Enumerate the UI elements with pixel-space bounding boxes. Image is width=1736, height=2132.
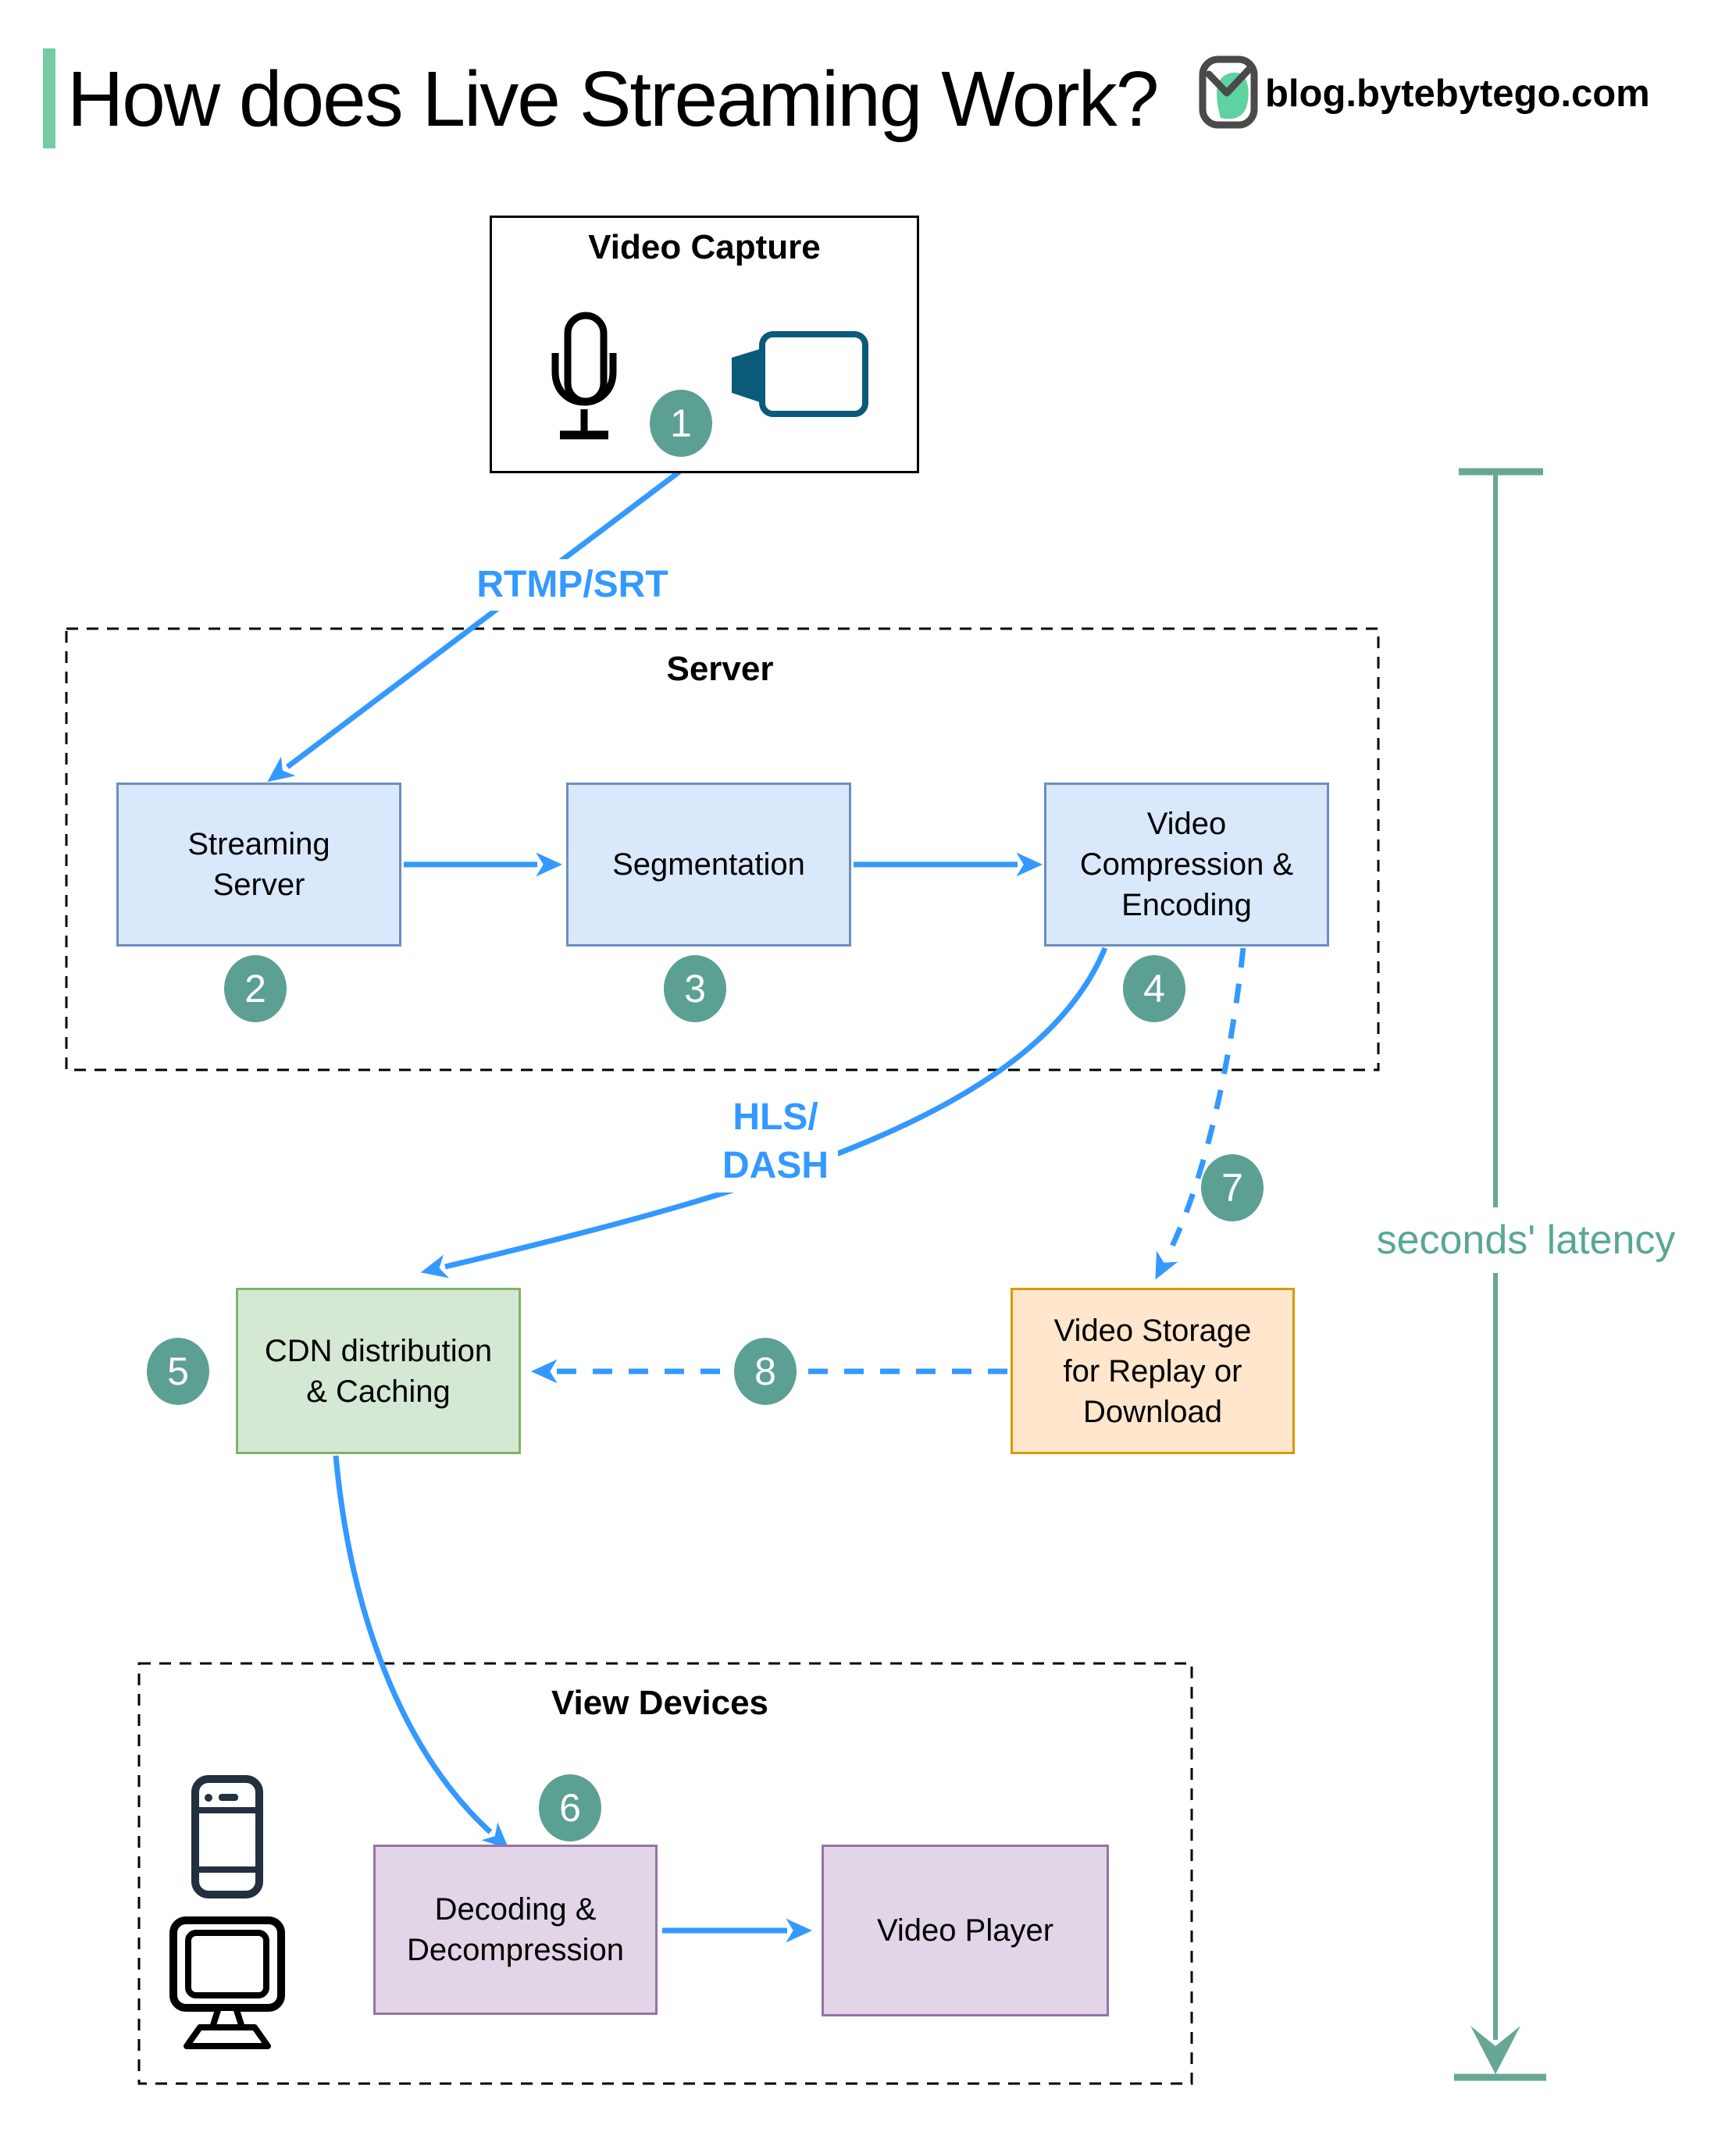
latency-annotation: seconds' latency xyxy=(1373,1207,1679,1273)
step-circle-6: 6 xyxy=(539,1774,601,1841)
node-cdn: CDN distribution & Caching xyxy=(236,1288,521,1454)
edge-compression-to-cdn xyxy=(420,947,1108,1278)
logo-text: blog.bytebytego.com xyxy=(1265,73,1650,115)
edge-label-rtmp-srt: RTMP/SRT xyxy=(467,559,678,611)
node-decoding: Decoding & Decompression xyxy=(373,1845,658,2015)
node-video-storage: Video Storage for Replay or Download xyxy=(1011,1288,1295,1454)
page-title: How does Live Streaming Work? xyxy=(67,55,1159,143)
edge-compression-to-storage xyxy=(1155,947,1246,1280)
step-circle-3: 3 xyxy=(664,955,726,1022)
node-video-player: Video Player xyxy=(822,1845,1109,2016)
step-circle-1: 1 xyxy=(650,390,712,457)
view-devices-group-box xyxy=(137,1662,1193,2085)
node-segmentation: Segmentation xyxy=(566,783,851,947)
edge-cdn-to-decoding xyxy=(333,1455,509,1849)
step-circle-4: 4 xyxy=(1123,955,1185,1022)
title-accent-bar xyxy=(43,48,55,148)
edge-capture-to-server xyxy=(267,469,682,783)
server-group-label: Server xyxy=(666,650,774,688)
edge-label-hls-dash: HLS/ DASH xyxy=(712,1092,839,1193)
step-circle-7: 7 xyxy=(1201,1154,1264,1221)
view-devices-group-label: View Devices xyxy=(551,1684,769,1722)
server-group-box xyxy=(65,627,1380,1071)
latency-line xyxy=(1454,468,1546,2081)
step-circle-8: 8 xyxy=(734,1338,797,1405)
node-streaming-server: Streaming Server xyxy=(116,783,401,947)
node-compression-encoding: Video Compression & Encoding xyxy=(1044,783,1329,947)
step-circle-2: 2 xyxy=(224,955,287,1022)
node-video-capture-label: Video Capture xyxy=(588,228,821,266)
step-circle-5: 5 xyxy=(147,1338,209,1405)
